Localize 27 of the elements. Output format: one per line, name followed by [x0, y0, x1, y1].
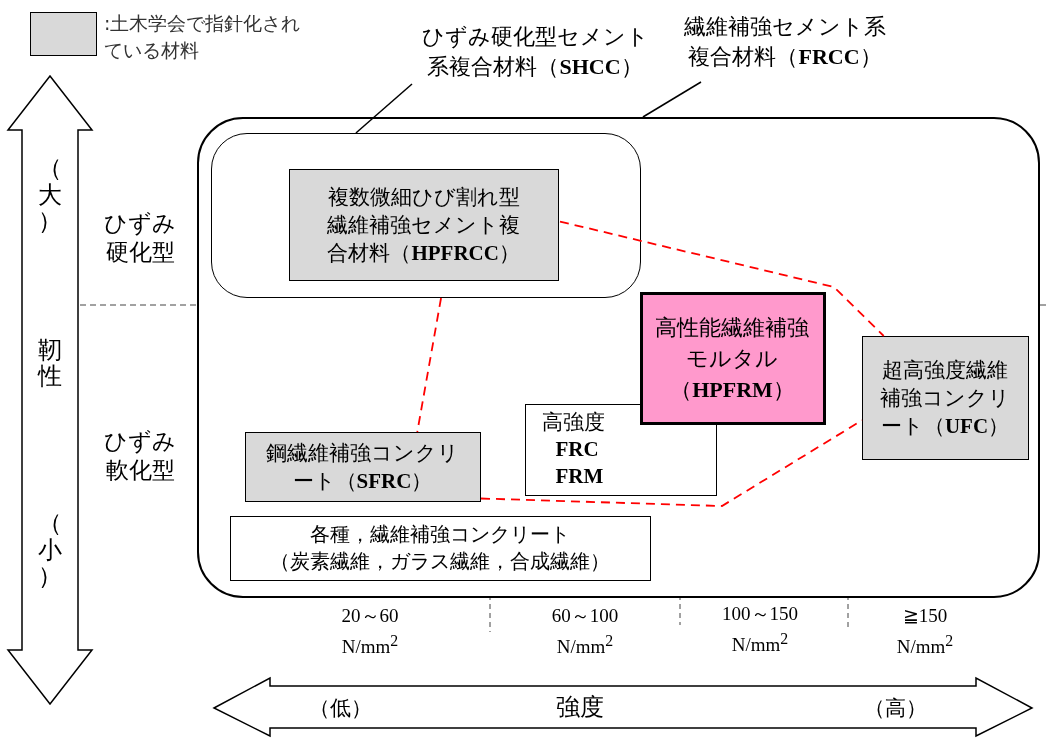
axis-label: （低）: [307, 694, 373, 722]
leader-line: [355, 83, 413, 134]
legend-text: :土木学会で指針化されている材料: [104, 11, 302, 63]
axis-label: （小）: [37, 508, 63, 593]
material-box: 各種，繊維補強コンクリート （炭素繊維，ガラス繊維，合成繊維）: [229, 515, 651, 581]
highlight-box: 高性能繊維補強モルタル（HPFRM）: [639, 291, 826, 425]
callout-label: 繊維補強セメント系複合材料（FRCC）: [680, 2, 890, 82]
leader-line: [642, 81, 702, 118]
axis-label: （高）: [862, 694, 928, 722]
material-box: 超高強度繊維補強コンクリート（UFC）: [861, 335, 1029, 460]
category-label: ひずみ軟化型: [103, 427, 177, 485]
connector-line: [416, 297, 442, 433]
axis-label: （大）: [37, 153, 63, 238]
callout-label: ひずみ硬化型セメント系複合材料（SHCC）: [392, 20, 678, 84]
axis-label: 靭性: [36, 334, 63, 392]
connector-line: [559, 220, 885, 337]
range-label: 60～100 N/mm$^{2}$: [550, 603, 620, 659]
rounded-box: [210, 132, 641, 298]
material-box: 鋼繊維補強コンクリート（SFRC）: [244, 431, 481, 502]
range-label: 100～150 N/mm$^{2}$: [721, 601, 799, 657]
material-box: 高強度 FRC FRM: [524, 403, 717, 496]
material-box: 複数微細ひび割れ型繊維補強セメント複合材料（HPFRCC）: [288, 168, 559, 281]
range-label: 20～60 N/mm$^{2}$: [340, 603, 400, 659]
axis-label: 強度: [555, 692, 605, 723]
category-label: ひずみ硬化型: [103, 209, 177, 267]
range-label: ≧150 N/mm$^{2}$: [895, 603, 955, 659]
outer-rounded-box: [197, 117, 1040, 598]
